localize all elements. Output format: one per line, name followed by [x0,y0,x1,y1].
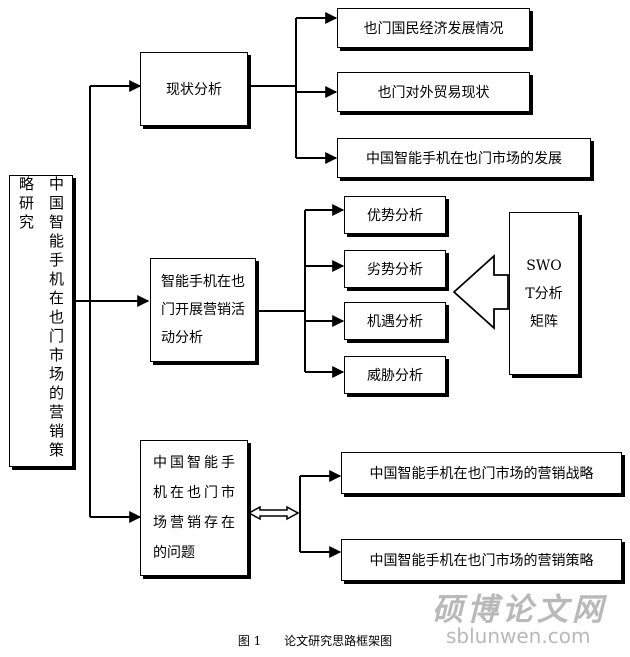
status-item-label: 也门国民经济发展情况 [363,21,504,37]
problems-label: 中国智能手机在也门市场营销存在的问题 [153,455,235,561]
swot-item-box: 劣势分析 [344,250,446,288]
problems-box: 中国智能手机在也门市场营销存在的问题 [140,440,248,576]
status-analysis-box: 现状分析 [140,52,248,126]
swot-matrix-box: SWOT分析矩阵 [509,212,579,375]
swot-item-label: 优势分析 [367,208,423,224]
status-item-label: 也门对外贸易现状 [377,85,490,101]
problem-item-label: 中国智能手机在也门市场的营销战略 [369,466,594,482]
marketing-activity-box: 智能手机在也门开展营销活动分析 [150,258,256,362]
swot-item-box: 优势分析 [344,196,446,234]
swot-item-label: 劣势分析 [367,262,423,278]
watermark-logo-text: 硕博论文网 [432,592,607,628]
status-analysis-label: 现状分析 [166,82,222,98]
swot-item-box: 机遇分析 [344,302,446,340]
figure-caption: 图 1 论文研究思路框架图 [237,634,393,648]
status-item-box: 中国智能手机在也门市场的发展 [337,138,591,178]
root-topic-box: 中国智能手机在也门市场的营销策略研究 [9,175,73,467]
swot-item-label: 威胁分析 [367,368,423,384]
problem-item-box: 中国智能手机在也门市场的营销战略 [341,452,622,494]
status-item-box: 也门国民经济发展情况 [337,8,530,48]
marketing-activity-label: 智能手机在也门开展营销活动分析 [161,274,245,346]
swot-item-box: 威胁分析 [344,356,446,394]
root-topic-label: 中国智能手机在也门市场的营销策略研究 [17,176,65,461]
watermark-url: sblunwen.com [446,624,591,648]
status-item-box: 也门对外贸易现状 [337,72,530,112]
swot-matrix-label: SWOT分析矩阵 [525,257,563,330]
problem-item-label: 中国智能手机在也门市场的营销策略 [369,553,594,569]
swot-arrow [452,253,509,331]
swot-item-label: 机遇分析 [367,314,423,330]
double-arrow [247,505,300,521]
status-item-label: 中国智能手机在也门市场的发展 [366,151,562,167]
problem-item-box: 中国智能手机在也门市场的营销策略 [341,539,622,581]
